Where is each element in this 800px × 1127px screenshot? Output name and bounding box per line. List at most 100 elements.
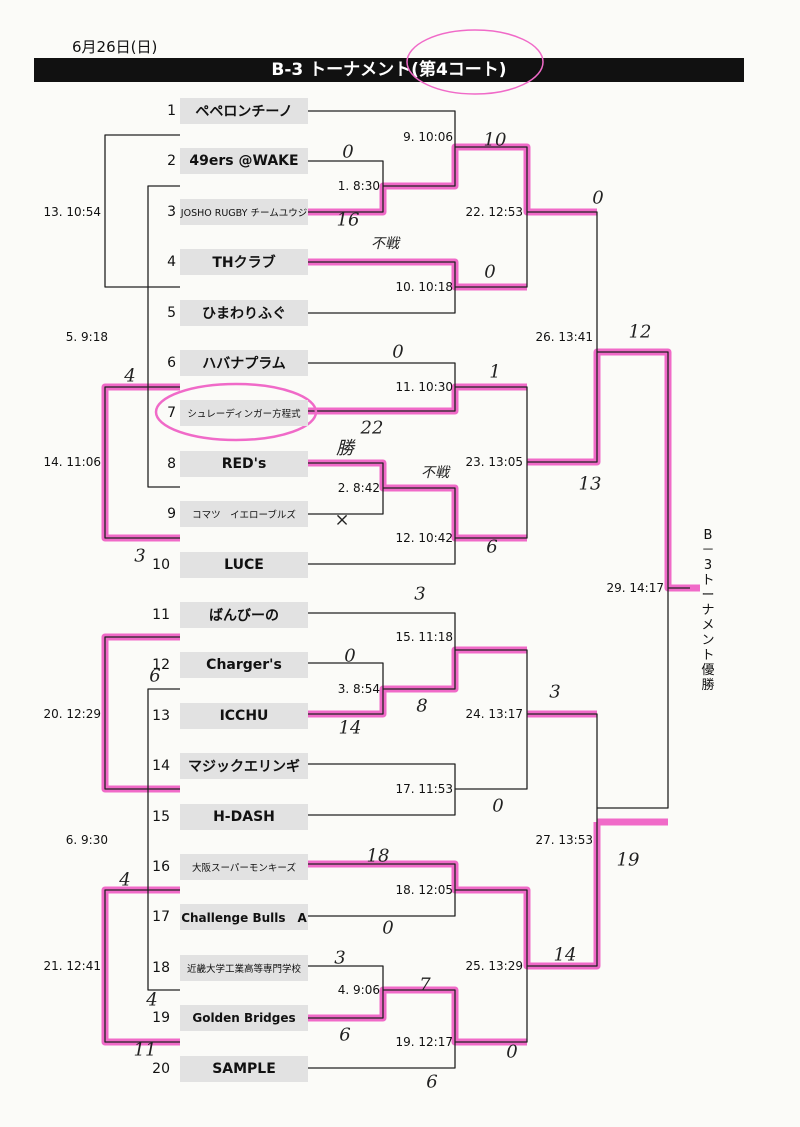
bracket-line-24 <box>308 989 456 1069</box>
bracket-line-5 <box>104 134 180 288</box>
match-label-24: 24. 13:17 <box>465 707 523 721</box>
match-label-18: 18. 12:05 <box>395 883 453 897</box>
bracket-line-2 <box>455 146 528 288</box>
team-name: ICCHU <box>180 702 308 729</box>
team-number: 17 <box>152 909 170 926</box>
match-label-17: 17. 11:53 <box>395 782 453 796</box>
match-label-9: 9. 10:06 <box>403 130 453 144</box>
handwritten-score: 7 <box>419 974 431 996</box>
team-number: 18 <box>152 959 170 976</box>
match-label-13: 13. 10:54 <box>43 205 101 219</box>
handwritten-score: 12 <box>628 321 652 343</box>
handwritten-score: 0 <box>484 261 496 283</box>
handwritten-score: 0 <box>492 795 504 817</box>
team-number: 2 <box>167 153 176 170</box>
handwritten-score: 0 <box>506 1041 518 1063</box>
team-name: JOSHO RUGBY チームユウジ <box>180 198 308 225</box>
bracket-line-20 <box>147 688 180 991</box>
team-number: 10 <box>152 556 170 573</box>
match-label-2: 2. 8:42 <box>337 481 380 495</box>
handwritten-score: 18 <box>366 845 390 867</box>
team-name: 近畿大学工業高等専門学校 <box>180 954 308 981</box>
handwritten-score: 14 <box>338 717 362 739</box>
handwritten-score: 0 <box>392 341 404 363</box>
champion-label: B－3トーナメント 優勝 <box>701 528 728 693</box>
team-name: THクラブ <box>180 249 308 276</box>
handwritten-score: 6 <box>426 1071 438 1093</box>
handwritten-score: 8 <box>416 695 428 717</box>
handwritten-score: 3 <box>134 545 146 567</box>
handwritten-score: 0 <box>592 187 604 209</box>
team-number: 9 <box>167 506 176 523</box>
match-label-15: 15. 11:18 <box>395 630 453 644</box>
team-number: 3 <box>167 203 176 220</box>
team-name: ひまわりふぐ <box>180 299 308 326</box>
bracket-line-6 <box>147 185 180 488</box>
team-number: 4 <box>167 254 176 271</box>
handwritten-score: 4 <box>146 989 158 1011</box>
bracket-line-10 <box>308 487 456 565</box>
handwritten-score: 6 <box>149 665 161 687</box>
handwritten-score: 3 <box>414 583 426 605</box>
bracket-line-1 <box>308 160 384 213</box>
bracket-line-11 <box>455 386 528 539</box>
match-label-10: 10. 10:18 <box>395 280 453 294</box>
team-number: 14 <box>152 758 170 775</box>
match-label-25: 25. 13:29 <box>465 959 523 973</box>
team-number: 1 <box>167 103 176 119</box>
bracket-line-0 <box>308 110 456 187</box>
team-number: 5 <box>167 304 176 321</box>
team-number: 11 <box>152 607 170 623</box>
team-number: 16 <box>152 859 170 875</box>
team-name: 大阪スーパーモンキーズ <box>180 854 308 880</box>
handwritten-score: 0 <box>344 645 356 667</box>
bracket-line-25 <box>455 889 528 1043</box>
handwritten-score: 6 <box>486 536 498 558</box>
handwritten-score: 13 <box>578 473 602 495</box>
match-label-23: 23. 13:05 <box>465 455 523 469</box>
team-name: RED's <box>180 450 308 477</box>
team-name: SAMPLE <box>180 1055 308 1082</box>
match-label-22: 22. 12:53 <box>465 205 523 219</box>
handwritten-score: 4 <box>119 869 131 891</box>
bracket-line-19 <box>104 636 180 790</box>
team-name: ハバナプラム <box>180 350 308 376</box>
winner-highlight-4 <box>527 348 700 592</box>
match-label-20: 20. 12:29 <box>43 707 101 721</box>
team-name: ばんびーの <box>180 602 308 628</box>
match-label-26: 26. 13:41 <box>535 330 593 344</box>
bracket-line-15 <box>308 662 384 715</box>
bracket-line-7 <box>104 386 180 539</box>
match-label-21: 21. 12:41 <box>43 959 101 973</box>
title-circle <box>406 29 544 95</box>
match-label-14: 14. 11:06 <box>43 455 101 469</box>
team-number: 7 <box>167 405 176 422</box>
handwritten-score: 22 <box>360 417 384 439</box>
handwritten-score: 0 <box>382 917 394 939</box>
team-name: マジックエリンギ <box>180 753 308 780</box>
handwritten-score: 10 <box>483 129 507 151</box>
team-number: 13 <box>152 707 170 724</box>
match-label-5: 5. 9:18 <box>65 330 108 344</box>
handwritten-score: 不戦 <box>421 465 449 481</box>
handwritten-score: 16 <box>336 209 360 231</box>
handwritten-score: 3 <box>334 947 346 969</box>
bracket-line-12 <box>597 351 669 809</box>
bracket-line-21 <box>104 889 180 1043</box>
bracket-line-23 <box>308 965 384 1019</box>
team-name: Challenge Bulls A <box>180 904 308 931</box>
handwritten-score: 不戦 <box>371 236 399 252</box>
match-label-29: 29. 14:17 <box>606 581 664 595</box>
handwritten-score: × <box>334 509 350 531</box>
handwritten-score: 6 <box>339 1024 351 1046</box>
highlight-circle <box>154 382 318 442</box>
bracket-line-17 <box>455 649 528 790</box>
team-number: 19 <box>152 1010 170 1027</box>
handwritten-score: 11 <box>133 1039 157 1061</box>
handwritten-score: 14 <box>553 944 577 966</box>
handwritten-score: 4 <box>124 365 136 387</box>
handwritten-score: 1 <box>489 361 501 383</box>
team-name: シュレーディンガー方程式 <box>180 400 308 427</box>
